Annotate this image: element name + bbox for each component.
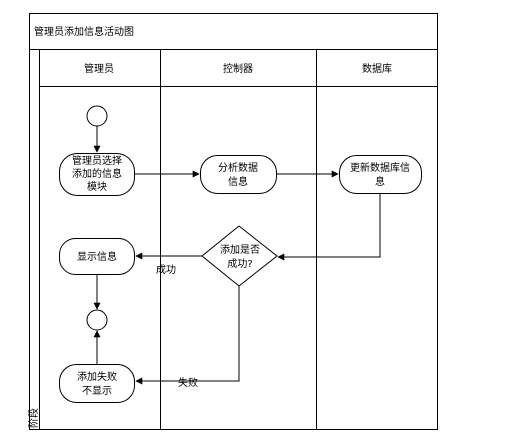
lane-header-admin: 管理员 (84, 62, 114, 75)
action-select-module-line-2: 添加的信息 (72, 167, 122, 180)
phase-label: 阶段 (27, 408, 40, 428)
edge-decision-fail (135, 286, 240, 385)
edge-update-to-decision (277, 194, 381, 261)
action-update-database-line-2: 息 (375, 175, 385, 188)
action-fail-no-show-line-2: 不显示 (82, 385, 112, 397)
decision-node (201, 225, 278, 287)
action-analyze-data (200, 155, 277, 194)
final-node (86, 309, 108, 331)
lane-header-controller: 控制器 (223, 62, 253, 75)
action-select-module (59, 153, 135, 196)
action-fail-no-show-line-1: 添加失败 (77, 370, 117, 383)
diagram-frame (29, 13, 438, 430)
action-show-info-label: 显示信息 (77, 250, 117, 263)
action-analyze-data-line-1: 分析数据 (218, 161, 258, 174)
action-select-module-line-3: 模块 (87, 181, 107, 193)
decision-line-2: 成功? (227, 258, 252, 270)
action-update-database (339, 155, 422, 194)
action-analyze-data-line-2: 信息 (228, 175, 248, 188)
action-fail-no-show (59, 364, 135, 403)
initial-node (86, 105, 108, 127)
edge-label-fail: 失败 (178, 376, 198, 389)
edge-label-success: 成功 (156, 264, 176, 276)
action-show-info (59, 238, 135, 275)
diagram-title: 管理员添加信息活动图 (34, 25, 134, 38)
lane-header-database: 数据库 (362, 62, 392, 75)
action-select-module-line-1: 管理员选择 (72, 154, 122, 167)
decision-line-1: 添加是否 (220, 243, 260, 256)
action-update-database-line-1: 更新数据库信 (350, 161, 410, 174)
